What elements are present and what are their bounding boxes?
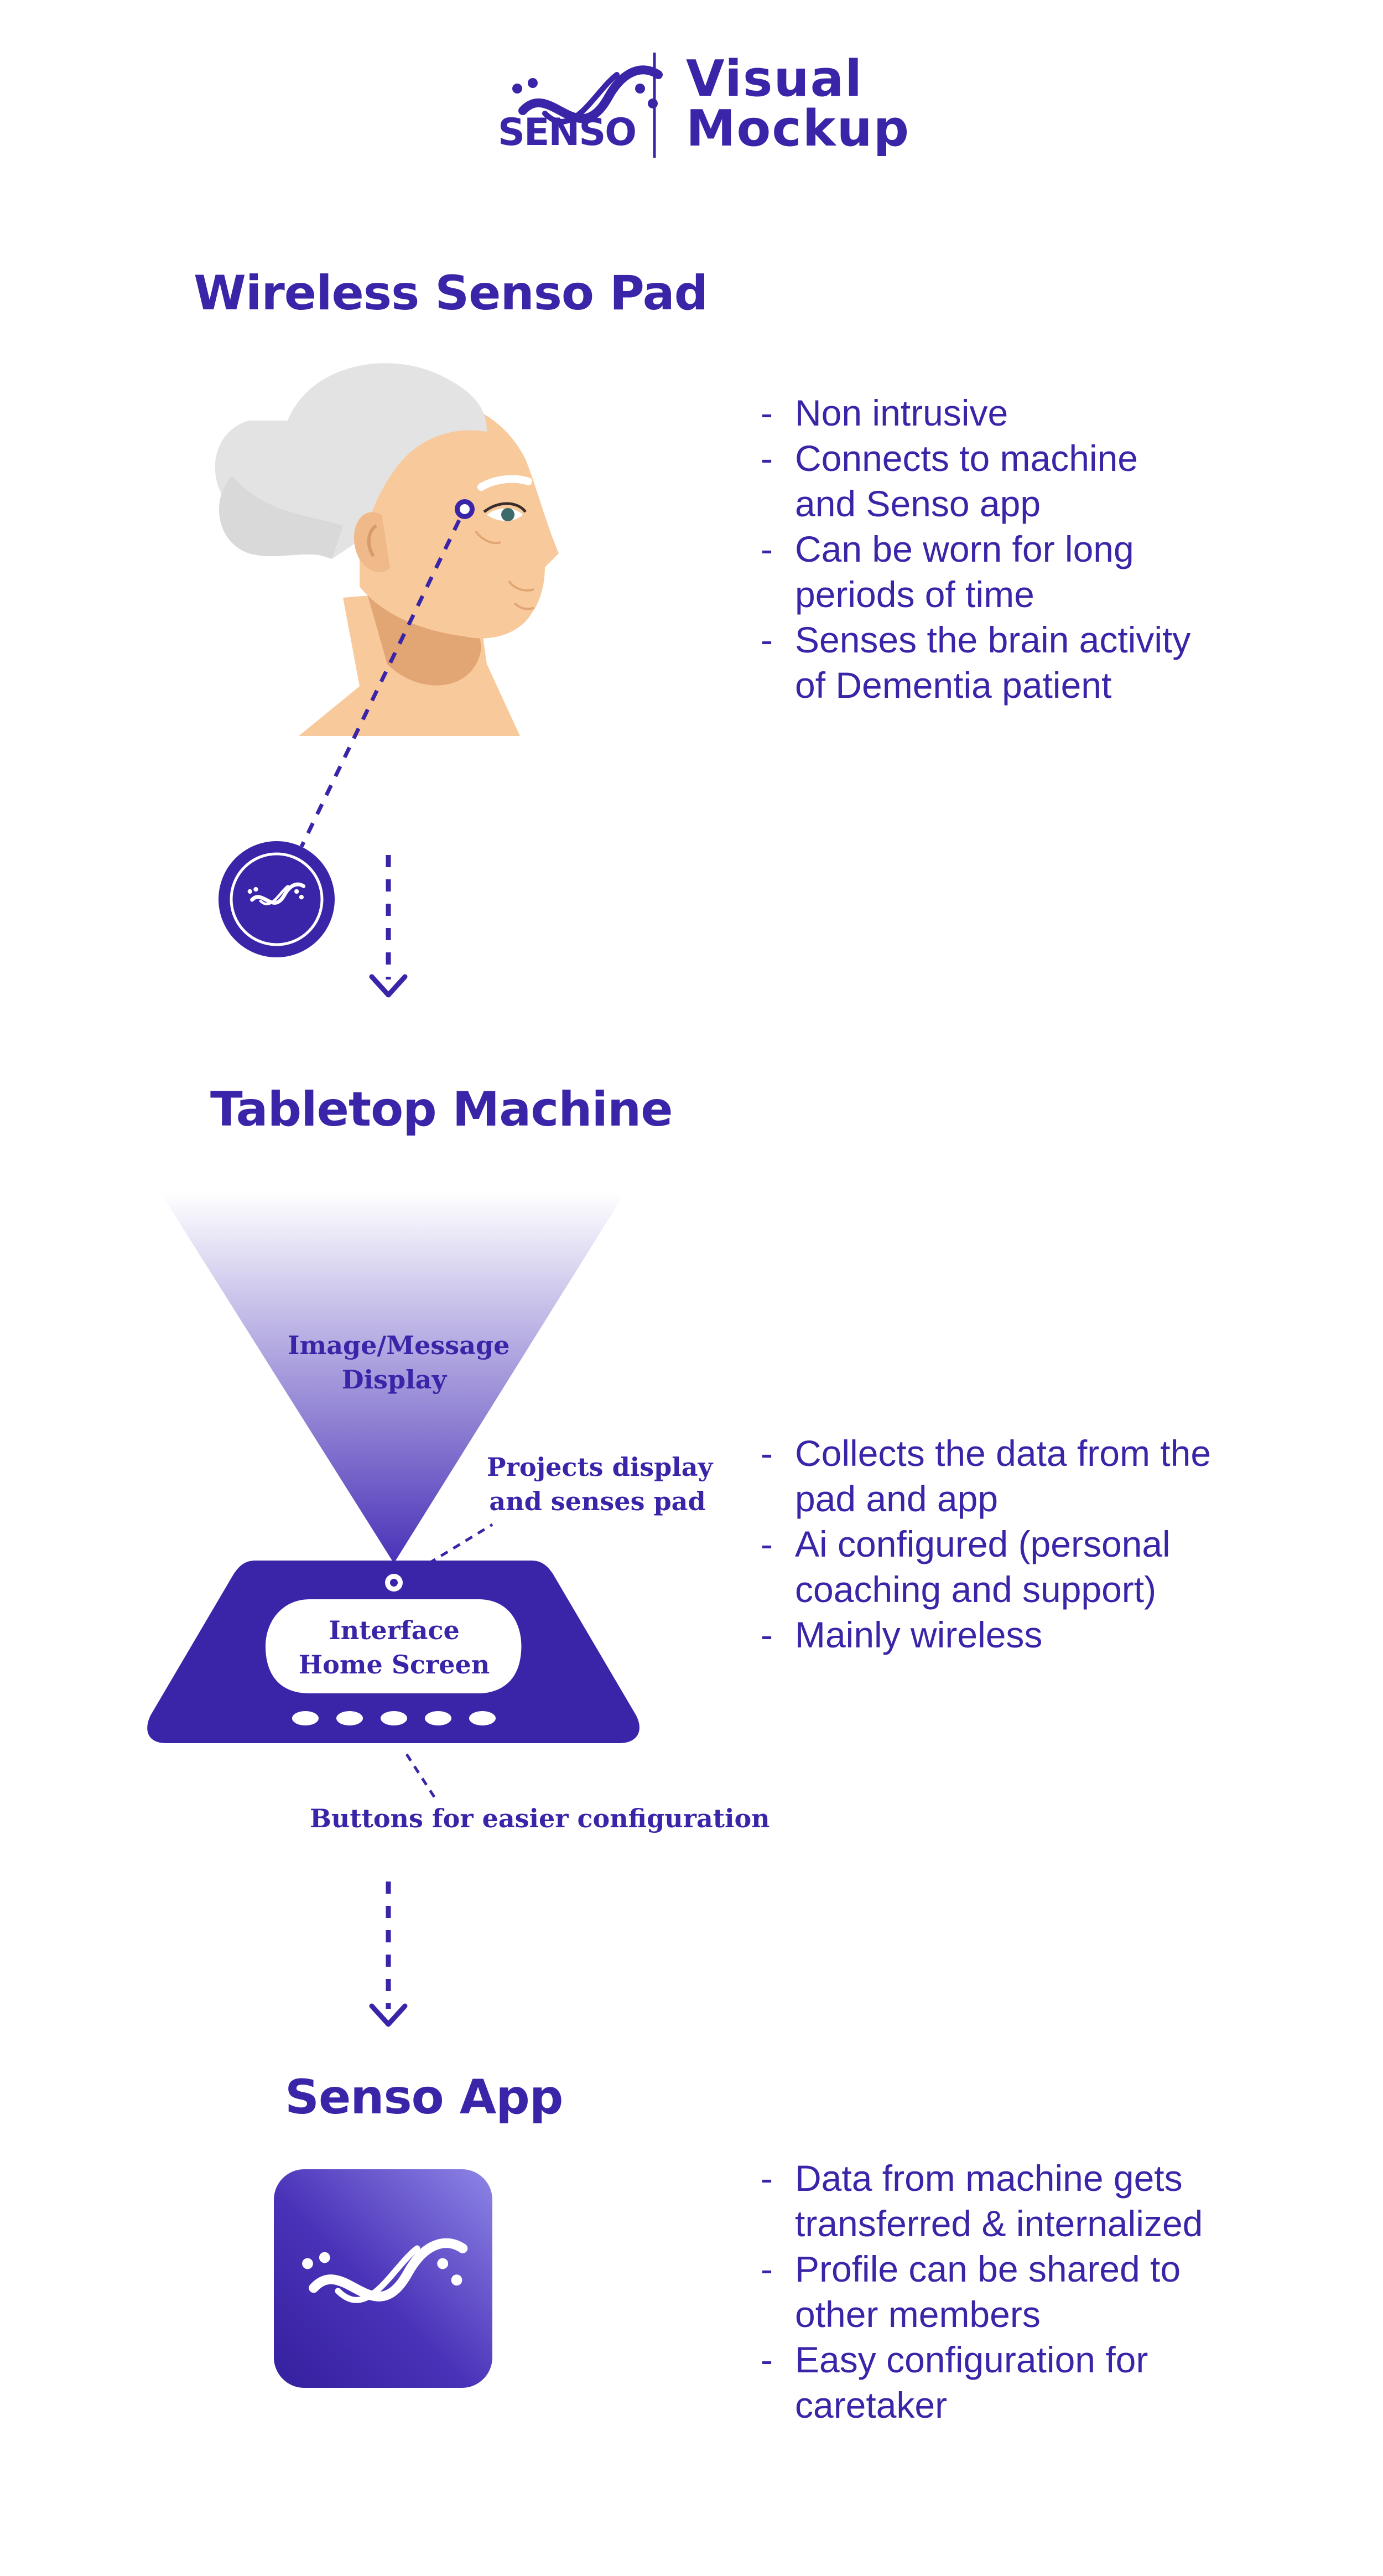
brand-name: SENSO (498, 111, 637, 154)
header-title-line1: Visual (686, 50, 864, 108)
section-title-wireless-senso-pad: Wireless Senso Pad (194, 266, 708, 321)
section-title-tabletop-machine: Tabletop Machine (210, 1082, 673, 1137)
list-item: Mainly wireless (761, 1612, 1342, 1657)
buttons-label: Buttons for easier configuration (310, 1803, 770, 1833)
header-title-line2: Mockup (686, 100, 911, 158)
list-item: Non intrusive (761, 390, 1342, 436)
section-title-senso-app: Senso App (285, 2070, 563, 2125)
